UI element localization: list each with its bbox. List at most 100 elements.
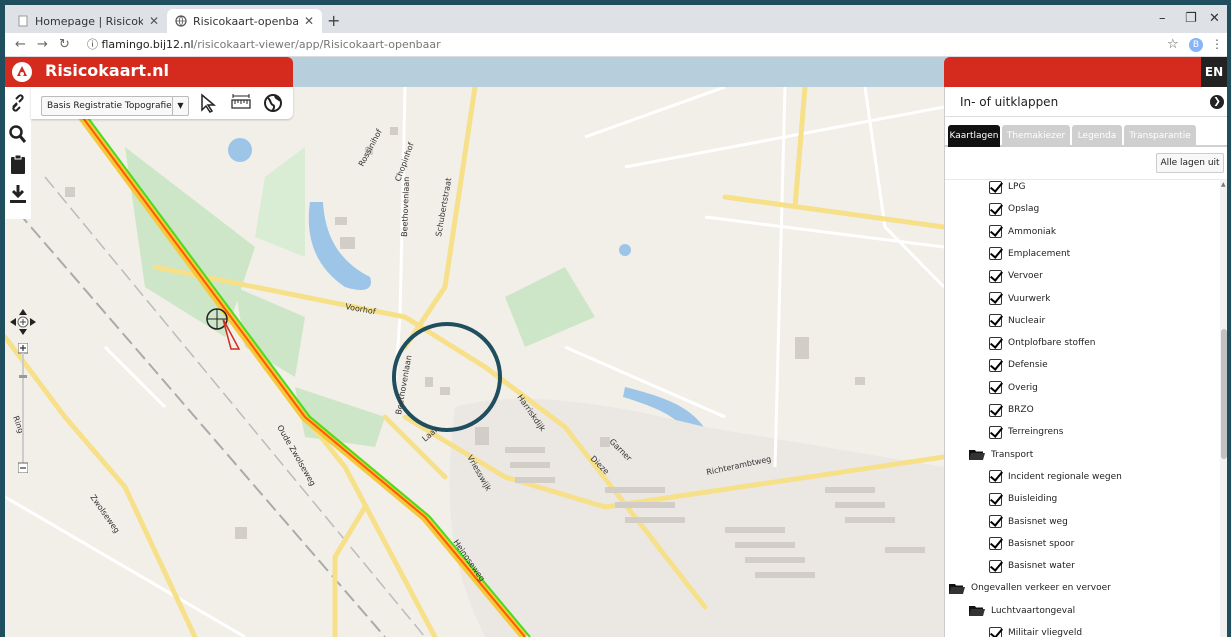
chevron-right-icon[interactable]: ❯ (1210, 95, 1224, 109)
layer-checkbox[interactable] (989, 247, 1002, 261)
layer-checkbox[interactable] (989, 403, 1002, 417)
clipboard-icon[interactable] (8, 153, 28, 175)
tab-kaartlagen[interactable]: Kaartlagen (948, 125, 1000, 147)
layer-group[interactable]: Transport (969, 444, 1033, 466)
close-tab-icon[interactable]: ✕ (148, 14, 159, 28)
layer-group[interactable]: Ongevallen verkeer en vervoer (949, 577, 1111, 599)
pan-control-icon[interactable] (8, 307, 38, 337)
scroll-up-icon[interactable]: ▲ (1221, 181, 1226, 188)
highlight-circle (392, 322, 502, 432)
layer-group[interactable]: Luchtvaartongeval (969, 600, 1075, 622)
map-field (235, 287, 305, 377)
map-highway-route (79, 106, 531, 637)
minimize-icon[interactable]: – (1159, 11, 1166, 26)
layer-item[interactable]: Buisleiding (989, 488, 1057, 510)
map-water (619, 244, 631, 256)
layer-tree-scrollbar[interactable]: ▲ (1220, 179, 1227, 637)
folder-open-icon[interactable] (949, 583, 965, 594)
restore-icon[interactable]: ❐ (1185, 11, 1197, 26)
new-tab-icon[interactable]: + (327, 11, 341, 30)
layer-item[interactable]: Defensie (989, 354, 1048, 376)
layer-checkbox[interactable] (989, 559, 1002, 573)
layers-panel: In- of uitklappen ❯ Kaartlagen Themakiez… (944, 87, 1227, 637)
layer-item[interactable]: Basisnet water (989, 555, 1075, 577)
map-canvas[interactable]: Rossinihof Chopinhof Beethovenlaan Schub… (5, 87, 944, 637)
layer-label: BRZO (1008, 405, 1034, 415)
layer-checkbox[interactable] (989, 425, 1002, 439)
zoom-slider[interactable] (18, 343, 28, 473)
reload-icon[interactable]: ↻ (59, 37, 70, 52)
forward-icon[interactable]: → (37, 37, 48, 52)
layer-item[interactable]: Ammoniak (989, 221, 1056, 243)
layer-item[interactable]: Emplacement (989, 243, 1070, 265)
layer-checkbox[interactable] (989, 202, 1002, 216)
layer-item[interactable]: Basisnet weg (989, 511, 1068, 533)
map-field (255, 147, 305, 257)
profile-avatar[interactable]: B (1189, 38, 1203, 52)
layer-item[interactable]: Basisnet spoor (989, 533, 1074, 555)
layer-item[interactable]: BRZO (989, 399, 1034, 421)
layer-item[interactable]: Incident regionale wegen (989, 466, 1122, 488)
back-icon[interactable]: ← (15, 37, 26, 52)
layer-checkbox[interactable] (989, 269, 1002, 283)
browser-menu-icon[interactable]: ⋮ (1211, 37, 1223, 51)
folder-open-icon[interactable] (969, 605, 985, 617)
layer-checkbox[interactable] (989, 492, 1002, 506)
layer-checkbox[interactable] (989, 515, 1002, 528)
layer-item[interactable]: Militair vliegveld (989, 622, 1082, 637)
layer-label: Basisnet water (1008, 561, 1075, 572)
measure-icon[interactable] (229, 92, 253, 114)
select-arrow-icon[interactable] (197, 92, 221, 114)
layer-item[interactable]: Nucleair (989, 310, 1045, 332)
layer-checkbox[interactable] (989, 381, 1002, 395)
layer-item[interactable]: Vuurwerk (989, 288, 1050, 310)
all-layers-off-button[interactable]: Alle lagen uit (1156, 153, 1224, 173)
tab-legenda[interactable]: Legenda (1072, 125, 1122, 147)
basemap-select[interactable]: Basis Registratie Topografie ▼ (41, 96, 189, 116)
globe-icon[interactable] (261, 92, 285, 114)
layer-item[interactable]: Vervoer (989, 265, 1043, 287)
close-window-icon[interactable]: ✕ (1209, 11, 1220, 26)
layer-checkbox[interactable] (989, 314, 1002, 328)
layer-item[interactable]: LPG (989, 180, 1025, 198)
scrollbar-thumb[interactable] (1221, 329, 1227, 459)
tab-themakiezer[interactable]: Themakiezer (1002, 125, 1070, 147)
layer-checkbox[interactable] (989, 336, 1002, 350)
layer-checkbox[interactable] (989, 292, 1002, 305)
link-icon[interactable] (8, 92, 28, 114)
browser-tab-homepage[interactable]: Homepage | Risicokaart ✕ (9, 9, 167, 33)
brand-title[interactable]: Risicokaart.nl (45, 61, 170, 80)
layer-item[interactable]: Opslag (989, 198, 1039, 220)
map-hazard-marker[interactable] (206, 308, 241, 350)
close-tab-icon[interactable]: ✕ (303, 14, 314, 28)
layer-item[interactable]: Overig (989, 377, 1038, 399)
map-label: Schubertstraat (434, 177, 453, 237)
layer-label: Opslag (1008, 204, 1040, 215)
tab-transparantie[interactable]: Transparantie (1124, 125, 1196, 147)
browser-tab-risicokaart[interactable]: Risicokaart-openbaar ✕ (167, 9, 322, 33)
layer-checkbox[interactable] (989, 358, 1002, 372)
layer-item[interactable]: Ontplofbare stoffen (989, 332, 1096, 354)
map-field (125, 147, 255, 337)
bookmark-star-icon[interactable]: ☆ (1167, 37, 1179, 52)
layer-checkbox[interactable] (989, 180, 1002, 194)
url-field[interactable]: ⓘ flamingo.bij12.nl/risicokaart-viewer/a… (87, 36, 1167, 54)
layer-checkbox[interactable] (989, 225, 1002, 239)
layer-checkbox[interactable] (989, 537, 1002, 551)
layer-item[interactable]: Terreingrens (989, 421, 1063, 443)
map-urban-area (449, 398, 944, 637)
layer-label: Luchtvaartongeval (991, 605, 1076, 616)
zoom-icon[interactable] (8, 123, 28, 145)
layer-checkbox[interactable] (989, 626, 1002, 637)
layer-label: Ongevallen verkeer en vervoer (971, 583, 1111, 594)
browser-tab-bar: Homepage | Risicokaart ✕ Risicokaart-ope… (5, 5, 1227, 33)
language-button[interactable]: EN (1201, 57, 1227, 87)
panel-toggle[interactable]: In- of uitklappen ❯ (945, 87, 1227, 117)
app-header: Risicokaart.nl EN (5, 57, 1227, 87)
map-label: Chopinhof (393, 141, 415, 182)
layer-label: Defensie (1008, 360, 1048, 371)
folder-open-icon[interactable] (969, 449, 985, 461)
download-icon[interactable] (8, 183, 28, 205)
layer-label: Militair vliegveld (1008, 628, 1083, 637)
layer-checkbox[interactable] (989, 470, 1002, 484)
